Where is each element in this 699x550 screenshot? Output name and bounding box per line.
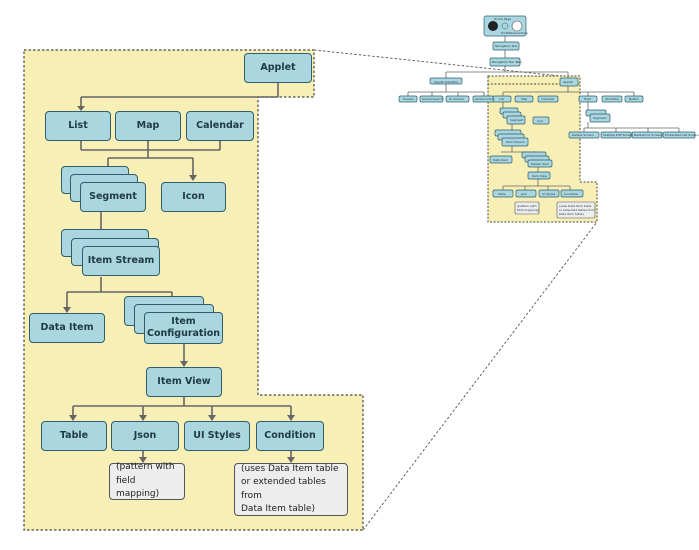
ov-view-1: Map (521, 97, 528, 101)
ov-applet: Applet (563, 80, 573, 84)
condition-note-line-1: (uses Data Item table (241, 463, 339, 474)
ov-bottom-2: UI Styles (542, 192, 556, 196)
ov-segment-mini: Segment (510, 118, 524, 122)
icon-label: Icon (182, 191, 205, 203)
icon-node: Icon (161, 182, 226, 212)
calendar-node: Calendar (186, 111, 254, 141)
ov-left-1: Global Search (422, 97, 443, 101)
ov-json-note-0: (pattern with (517, 204, 537, 208)
list-node: List (45, 111, 111, 141)
json-note-line-1: (pattern with (116, 462, 175, 473)
ov-bottom-1: Json (521, 192, 528, 196)
data-item-node: Data Item (29, 313, 105, 343)
ov-item-view-mini: Item View (532, 174, 547, 178)
ov-screen-0: Details Screen (572, 133, 594, 137)
condition-label: Condition (264, 430, 316, 442)
condition-note-line-2: or extended tables from (241, 477, 326, 501)
json-note: (pattern with field mapping) (109, 462, 185, 500)
ov-item-stream-mini: Item Stream (506, 140, 525, 144)
item-configuration-label-2: Configuration (146, 328, 221, 339)
ov-json-note-1: field mapping) (517, 208, 539, 212)
ov-segment: Segment (593, 116, 607, 120)
ov-view-2: Calendar (541, 97, 555, 101)
item-view-label: Item View (157, 376, 211, 388)
ov-cond-note-0: (uses Data Item table (559, 204, 592, 208)
segment-node: Segment (80, 182, 146, 212)
applet-node: Applet (244, 53, 312, 83)
map-node: Map (115, 111, 181, 141)
ov-bottom-0: Table (498, 192, 506, 196)
condition-node: Condition (256, 421, 324, 451)
ov-home-page: Home Page (494, 17, 512, 21)
ov-right-2: Button (629, 97, 640, 101)
ov-left-0: Header (403, 97, 414, 101)
list-label: List (68, 120, 88, 132)
ov-cond-note-1: or extended tables from (559, 208, 596, 212)
ov-screen-1: Multiple Edit Screen (603, 133, 633, 137)
json-note-line-2: field mapping) (116, 475, 160, 500)
ov-screen-3: Embedded List Screen (665, 133, 699, 137)
json-label: Json (133, 430, 157, 442)
ov-navigation-bar-tabs: Navigation Bar Tabs (492, 60, 522, 64)
item-view-node: Item View (146, 367, 222, 397)
ov-icon-mini: Icon (537, 119, 544, 123)
ov-profile: Profile (501, 31, 511, 35)
ov-left-2: UI Section (449, 97, 465, 101)
zoom-line-top (313, 49, 561, 77)
ui-styles-node: UI Styles (184, 421, 250, 451)
applet-label: Applet (260, 62, 296, 74)
ov-right-1: Workflow (605, 97, 619, 101)
json-node: Json (111, 421, 179, 451)
item-configuration-label-1: Item (171, 316, 196, 328)
ov-view-0: List (499, 97, 505, 101)
segment-label: Segment (89, 191, 137, 203)
calendar-label: Calendar (196, 120, 244, 132)
ov-left-3: Global Action (475, 97, 495, 101)
condition-note: (uses Data Item table or extended tables… (234, 463, 348, 516)
ui-styles-label: UI Styles (193, 430, 241, 442)
item-configuration-node: Item Configuration (144, 312, 223, 344)
condition-note-line-3: Data Item table) (241, 504, 316, 514)
ov-bottom-3: Condition (564, 192, 579, 196)
table-label: Table (59, 430, 89, 442)
map-label: Map (136, 120, 160, 132)
ov-onboarding: Onboarding (510, 31, 528, 35)
item-stream-label: Item Stream (87, 255, 155, 267)
data-item-label: Data Item (40, 322, 94, 334)
ov-screen-2: Redirect to Screen (634, 133, 662, 137)
zoom-line-bottom (362, 221, 598, 531)
ov-data-item-mini: Data Item (493, 158, 508, 162)
item-stream-node: Item Stream (82, 246, 160, 276)
ov-item-config-mini: Master Item (531, 162, 550, 166)
ov-navigation-bar: Navigation Bar (495, 44, 518, 48)
ov-right-0: Field (584, 97, 591, 101)
ov-applet-identifier: Applet Identifier (434, 80, 459, 84)
table-node: Table (41, 421, 107, 451)
ov-cond-note-2: Data Item table) (559, 212, 584, 216)
